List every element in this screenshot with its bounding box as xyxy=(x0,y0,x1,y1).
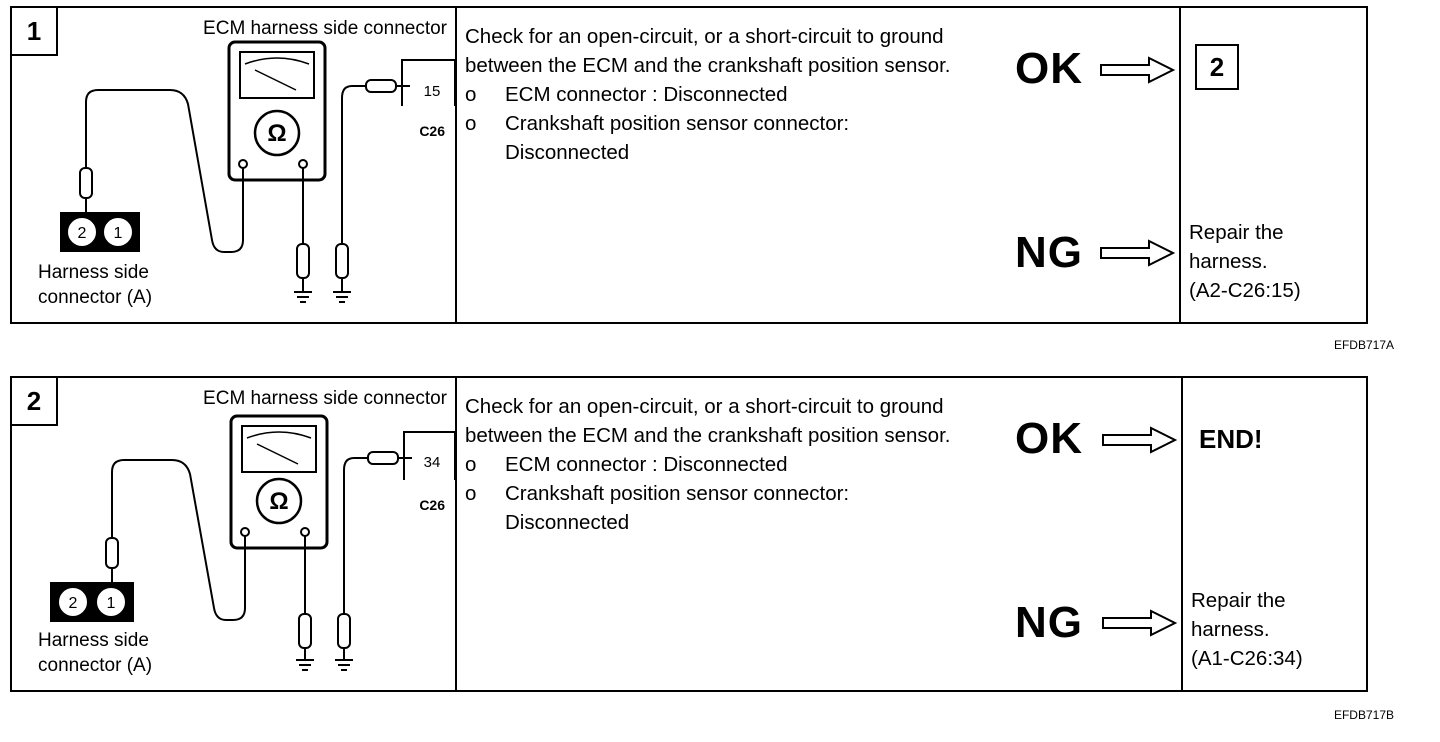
meter-needle xyxy=(254,69,297,91)
ecm-probe-tip xyxy=(367,451,399,465)
ok-label: OK xyxy=(1015,414,1083,463)
ground-probe-1 xyxy=(296,243,310,279)
step-1-result-cell: 2 Repair the harness. (A2-C26:15) xyxy=(1181,8,1366,322)
harness-probe-tip xyxy=(105,537,119,569)
ecm-connector-title: ECM harness side connector xyxy=(203,388,447,409)
repair-instruction: Repair the harness. (A2-C26:15) xyxy=(1189,221,1301,302)
figure-code: EFDB717A xyxy=(1333,338,1394,352)
ohm-symbol: Ω xyxy=(269,488,288,515)
harness-pin-1-label: 1 xyxy=(114,225,123,242)
harness-side-label: Harness side connector (A) xyxy=(38,262,153,308)
bullet-item: o ECM connector : Disconnected xyxy=(465,453,788,476)
ohm-dial xyxy=(253,109,301,157)
step-2-check-cell: Check for an open-circuit, or a short-ci… xyxy=(457,378,1183,690)
ok-arrow-icon xyxy=(1102,426,1177,454)
ecm-connector-outline xyxy=(401,59,455,106)
harness-probe-tip xyxy=(79,167,93,199)
step-2-result-cell: END! Repair the harness. (A1-C26:34) xyxy=(1183,378,1366,690)
bullet-continuation: Disconnected xyxy=(505,141,630,164)
harness-pin-1-label: 1 xyxy=(107,595,116,612)
check-procedure: Check for an open-circuit, or a short-ci… xyxy=(465,22,975,167)
check-intro: Check for an open-circuit, or a short-ci… xyxy=(465,395,951,447)
ecm-connector-title: ECM harness side connector xyxy=(203,18,447,39)
multimeter-display xyxy=(241,425,317,473)
ohm-symbol: Ω xyxy=(267,120,286,147)
step-1-panel: 1 ECM harness side connector Ω 2 1 xyxy=(10,6,1368,324)
repair-instruction: Repair the harness. (A1-C26:34) xyxy=(1191,589,1303,670)
meter-terminal-right xyxy=(300,527,310,537)
ecm-pin-number: 34 xyxy=(424,454,441,471)
ground-probe-2 xyxy=(337,613,351,649)
step-number-box: 2 xyxy=(12,378,58,426)
step-1-diagram-cell: 1 ECM harness side connector Ω 2 1 xyxy=(12,8,457,322)
bullet-item: o Crankshaft position sensor connector: xyxy=(465,482,850,505)
ohm-dial xyxy=(255,477,303,525)
check-intro: Check for an open-circuit, or a short-ci… xyxy=(465,25,951,77)
ng-label: NG xyxy=(1015,598,1083,647)
test-lead-harness xyxy=(85,89,244,253)
harness-pin-2-label: 2 xyxy=(69,595,78,612)
ground-probe-2 xyxy=(335,243,349,279)
ok-arrow-icon xyxy=(1100,56,1175,84)
ng-arrow-icon xyxy=(1102,609,1177,637)
ecm-connector-code: C26 xyxy=(419,497,445,513)
meter-terminal-left xyxy=(240,527,250,537)
harness-pin-1 xyxy=(102,216,134,248)
next-step-box[interactable]: 2 xyxy=(1195,44,1239,90)
harness-pin-1 xyxy=(95,586,127,618)
harness-pin-2 xyxy=(66,216,98,248)
meter-needle xyxy=(256,443,299,465)
figure-code: EFDB717B xyxy=(1333,708,1394,722)
harness-pin-2-label: 2 xyxy=(78,225,87,242)
harness-pin-2 xyxy=(57,586,89,618)
ng-label: NG xyxy=(1015,228,1083,277)
ecm-connector-outline xyxy=(403,431,455,480)
multimeter-wiring-diagram: Ω 2 1 xyxy=(50,414,455,671)
test-lead-harness xyxy=(111,459,246,621)
check-procedure: Check for an open-circuit, or a short-ci… xyxy=(465,392,975,537)
end-label: END! xyxy=(1199,424,1263,454)
ecm-probe-tip xyxy=(365,79,397,93)
step-1-check-cell: Check for an open-circuit, or a short-ci… xyxy=(457,8,1181,322)
step-number-box: 1 xyxy=(12,8,58,56)
ecm-pin-number: 15 xyxy=(424,83,441,100)
bullet-continuation: Disconnected xyxy=(505,511,630,534)
meter-terminal-left xyxy=(238,159,248,169)
ground-probe-1 xyxy=(298,613,312,649)
meter-terminal-right xyxy=(298,159,308,169)
step-2-diagram-cell: 2 ECM harness side connector Ω 2 1 xyxy=(12,378,457,690)
multimeter-wiring-diagram: Ω 2 1 xyxy=(60,40,455,303)
step-2-panel: 2 ECM harness side connector Ω 2 1 xyxy=(10,376,1368,692)
ecm-to-ground-lead xyxy=(343,457,369,614)
ecm-to-ground-lead xyxy=(341,85,367,244)
harness-side-label: Harness side connector (A) xyxy=(38,630,153,676)
multimeter-display xyxy=(239,51,315,99)
ok-label: OK xyxy=(1015,44,1083,93)
ng-arrow-icon xyxy=(1100,239,1175,267)
ecm-connector-code: C26 xyxy=(419,123,445,139)
bullet-item: o ECM connector : Disconnected xyxy=(465,83,788,106)
bullet-item: o Crankshaft position sensor connector: xyxy=(465,112,850,135)
